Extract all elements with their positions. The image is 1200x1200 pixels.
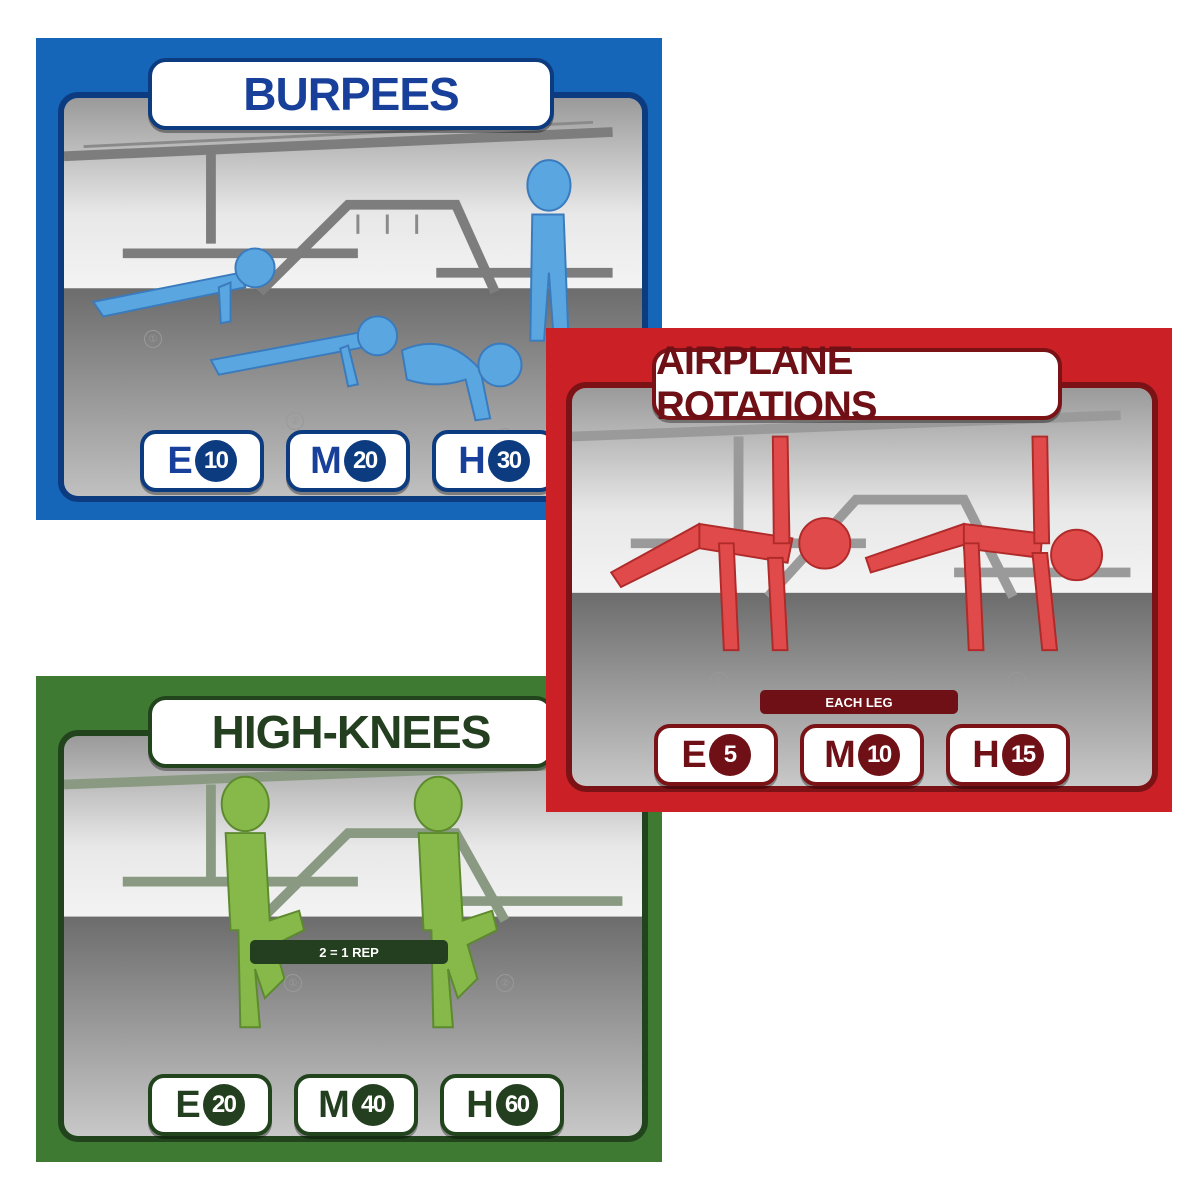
figure-plank-head (234, 247, 276, 289)
figure-1-body (224, 832, 306, 1029)
difficulty-reps: 40 (351, 1084, 394, 1126)
difficulty-hard[interactable]: H 30 (432, 430, 556, 492)
figure-squat-head (477, 342, 523, 388)
difficulty-reps: 60 (495, 1084, 538, 1126)
difficulty-reps: 5 (708, 734, 751, 776)
difficulty-row: E 10 M 20 H 30 (140, 430, 556, 492)
figure-1-body (698, 522, 794, 564)
difficulty-reps: 20 (202, 1084, 245, 1126)
difficulty-letter: E (167, 439, 192, 482)
step-2-icon: ② (496, 974, 514, 992)
step-1-icon: ① (284, 974, 302, 992)
figure-1-head (798, 517, 852, 570)
card-title: BURPEES (148, 58, 554, 130)
difficulty-reps: 15 (1001, 734, 1044, 776)
burpee-figures (91, 159, 572, 422)
difficulty-letter: H (466, 1083, 493, 1126)
difficulty-letter: E (681, 733, 706, 776)
difficulty-medium[interactable]: M 40 (294, 1074, 418, 1136)
difficulty-hard[interactable]: H 15 (946, 724, 1070, 786)
rep-note: EACH LEG (760, 690, 958, 714)
rep-note: 2 = 1 REP (250, 940, 448, 964)
difficulty-easy[interactable]: E 5 (654, 724, 778, 786)
figure-2-leg-down (962, 542, 985, 652)
step-2-icon: ② (1008, 672, 1026, 690)
difficulty-easy[interactable]: E 10 (140, 430, 264, 492)
figure-plank (91, 271, 247, 318)
figure-2-arm-down (1031, 552, 1059, 652)
card-title: HIGH-KNEES (148, 696, 554, 768)
difficulty-medium[interactable]: M 10 (800, 724, 924, 786)
figure-squat (400, 343, 492, 422)
figure-1-head (220, 775, 270, 833)
step-1-icon: ① (710, 672, 728, 690)
difficulty-reps: 30 (487, 440, 530, 482)
step-1-icon: ① (144, 330, 162, 348)
figure-2-arm-up (1031, 435, 1051, 545)
difficulty-letter: H (458, 439, 485, 482)
figure-1-leg-down (717, 542, 740, 652)
difficulty-reps: 10 (857, 734, 900, 776)
figure-stand (529, 213, 570, 342)
airplane-figures (609, 435, 1104, 652)
high-knees-figures (220, 775, 499, 1029)
difficulty-letter: M (310, 439, 342, 482)
figure-2-body (417, 832, 499, 1029)
difficulty-row: E 5 M 10 H 15 (654, 724, 1070, 786)
difficulty-reps: 10 (194, 440, 237, 482)
figure-1-leg-up (609, 522, 711, 589)
difficulty-hard[interactable]: H 60 (440, 1074, 564, 1136)
step-2-icon: ② (286, 412, 304, 430)
difficulty-letter: M (318, 1083, 350, 1126)
difficulty-reps: 20 (343, 440, 386, 482)
difficulty-letter: M (824, 733, 856, 776)
difficulty-easy[interactable]: E 20 (148, 1074, 272, 1136)
difficulty-letter: E (175, 1083, 200, 1126)
figure-1-arm-down (766, 556, 789, 652)
figure-2-head (1050, 528, 1104, 582)
airplane-rotations-card[interactable]: ① ② AIRPLANE ROTATIONS EACH LEG E 5 M 10… (546, 328, 1172, 812)
figure-1-arm-up (771, 435, 791, 545)
figure-pushup-head (356, 315, 399, 357)
figure-2-head (413, 775, 463, 833)
difficulty-letter: H (972, 733, 999, 776)
difficulty-row: E 20 M 40 H 60 (148, 1074, 564, 1136)
burpees-card[interactable]: ① ② ③ BURPEES E 10 M 20 H 30 (36, 38, 662, 520)
difficulty-medium[interactable]: M 20 (286, 430, 410, 492)
figure-2-leg-up (864, 522, 970, 574)
card-title: AIRPLANE ROTATIONS (652, 339, 1062, 428)
figure-stand-head (526, 159, 572, 212)
